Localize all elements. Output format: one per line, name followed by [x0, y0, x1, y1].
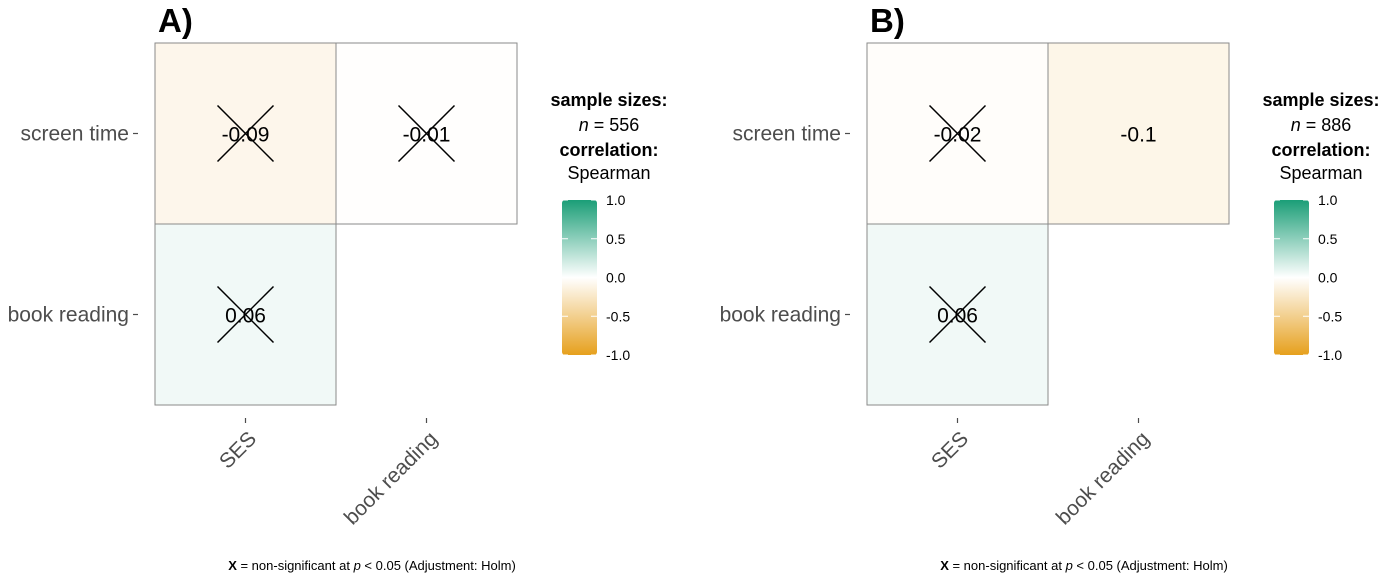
cell-value-label: -0.01 — [403, 124, 451, 147]
caption: X = non-significant at p < 0.05 (Adjustm… — [940, 558, 1228, 573]
non-significant-cross-line — [397, 104, 456, 163]
legend: sample sizes: n = 886 correlation: Spearman… — [1262, 90, 1379, 363]
legend-tick-label: -1.0 — [1318, 347, 1342, 363]
legend-sample-sizes-title: sample sizes: — [1262, 90, 1379, 110]
panel-label: B) — [870, 2, 905, 39]
cell-value-label: -0.02 — [934, 124, 982, 147]
x-tick-label: SES — [927, 427, 973, 473]
heatmap-cell: -0.01 — [335, 42, 518, 225]
legend-tick-label: 0.5 — [1318, 231, 1338, 247]
cell-fill — [1047, 42, 1230, 225]
n-value: = 886 — [1301, 115, 1352, 135]
caption: X = non-significant at p < 0.05 (Adjustm… — [228, 558, 516, 573]
legend-sample-size: n = 886 — [1291, 115, 1352, 135]
legend-tick-label: 1.0 — [1318, 192, 1338, 208]
heatmap-cell: 0.06 — [866, 223, 1049, 406]
panel-label: A) — [158, 2, 193, 39]
y-tick-label: book reading — [8, 304, 129, 327]
non-significant-cross-line — [928, 285, 987, 344]
x-tick-label: book reading — [1052, 427, 1154, 529]
legend-correlation-title: correlation: — [1271, 140, 1370, 160]
caption-p-symbol: p — [353, 558, 361, 573]
x-tick-label: SES — [215, 427, 261, 473]
legend-tick-label: 0.0 — [606, 270, 626, 286]
legend-tick-label: 0.0 — [1318, 270, 1338, 286]
legend-tick-label: -0.5 — [1318, 308, 1342, 324]
cell-value-label: -0.1 — [1120, 124, 1156, 147]
heatmap-cell: -0.02 — [866, 42, 1049, 225]
n-symbol: n — [579, 115, 589, 135]
legend-method: Spearman — [1279, 163, 1362, 183]
cell-value-label: 0.06 — [937, 305, 978, 328]
cell-value-label: -0.09 — [222, 124, 270, 147]
legend-correlation-title: correlation: — [559, 140, 658, 160]
x-tick-label: book reading — [340, 427, 442, 529]
legend-tick-label: 0.5 — [606, 231, 626, 247]
caption-x-symbol: X — [940, 558, 949, 573]
n-symbol: n — [1291, 115, 1301, 135]
non-significant-cross-line — [216, 285, 275, 344]
caption-text: < 0.05 (Adjustment: Holm) — [1073, 558, 1228, 573]
legend: sample sizes: n = 556 correlation: Spearman… — [550, 90, 667, 363]
legend-tick-label: 1.0 — [606, 192, 626, 208]
caption-x-symbol: X — [228, 558, 237, 573]
legend-tick-label: -1.0 — [606, 347, 630, 363]
y-tick-label: book reading — [720, 304, 841, 327]
non-significant-cross-line — [928, 104, 987, 163]
heatmap-cell: 0.06 — [154, 223, 337, 406]
caption-text: = non-significant at — [237, 558, 354, 573]
caption-p-symbol: p — [1065, 558, 1073, 573]
n-value: = 556 — [589, 115, 640, 135]
caption-text: = non-significant at — [949, 558, 1066, 573]
legend-method: Spearman — [567, 163, 650, 183]
heatmap-cell: -0.1 — [1047, 42, 1230, 225]
caption-text: < 0.05 (Adjustment: Holm) — [361, 558, 516, 573]
legend-tick-label: -0.5 — [606, 308, 630, 324]
legend-colorbar — [562, 200, 597, 355]
heatmap-cell: -0.09 — [154, 42, 337, 225]
y-tick-label: screen time — [732, 123, 841, 146]
y-tick-label: screen time — [20, 123, 129, 146]
cell-value-label: 0.06 — [225, 305, 266, 328]
legend-sample-size: n = 556 — [579, 115, 640, 135]
non-significant-cross-line — [216, 104, 275, 163]
legend-sample-sizes-title: sample sizes: — [550, 90, 667, 110]
legend-colorbar — [1274, 200, 1309, 355]
